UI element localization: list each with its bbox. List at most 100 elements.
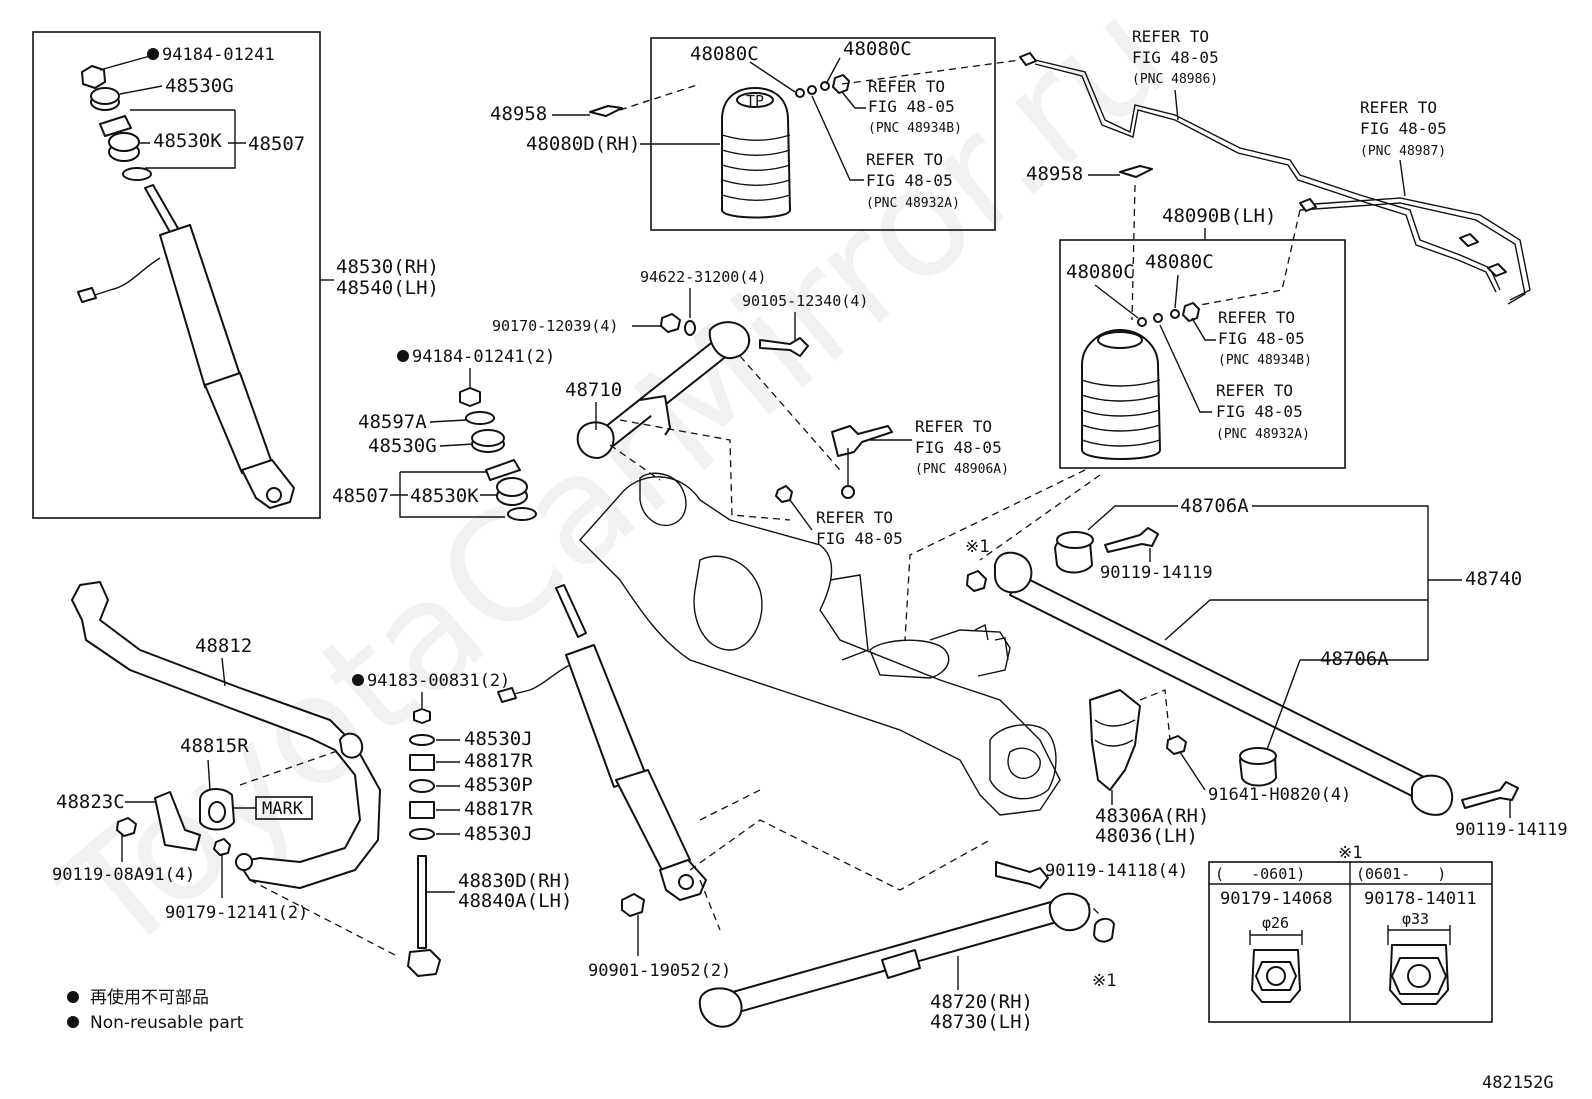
label-48710: 48710 bbox=[565, 379, 622, 401]
label-90179-12141: 90179-12141(2) bbox=[165, 903, 308, 923]
o-ring-icon bbox=[807, 85, 817, 95]
label-48080c-c: 48080C bbox=[1066, 261, 1135, 283]
label-48080c-d: 48080C bbox=[1145, 251, 1214, 273]
label-94184-01241-2: 94184-01241(2) bbox=[412, 347, 555, 367]
ref-48986-line1: REFER TO bbox=[1132, 27, 1209, 46]
nut-icon bbox=[413, 708, 431, 724]
air-spring-bellows-rh-icon: TP bbox=[721, 87, 791, 219]
air-pipes: REFER TO FIG 48-05 (PNC 48986) REFER TO … bbox=[841, 27, 1531, 305]
label-48812: 48812 bbox=[195, 635, 252, 657]
bellows-tp-mark: TP bbox=[746, 92, 764, 110]
ref-lh-48932a-line1: REFER TO bbox=[1216, 381, 1293, 400]
o-ring-icon bbox=[820, 81, 830, 91]
table-mark: ※1 bbox=[1338, 843, 1362, 863]
ref-48987-line1: REFER TO bbox=[1360, 98, 1437, 117]
cushion-icon bbox=[409, 754, 435, 771]
ref-48934b-line1: REFER TO bbox=[868, 77, 945, 96]
label-48815r: 48815R bbox=[180, 735, 249, 757]
legend-english: Non-reusable part bbox=[90, 1013, 244, 1033]
fitting-icon bbox=[1182, 302, 1200, 322]
mark-1-a: ※1 bbox=[965, 537, 989, 557]
air-spring-bellows-lh-icon bbox=[1081, 329, 1161, 460]
ref-48987-line2: FIG 48-05 bbox=[1360, 119, 1447, 138]
figure-code: 482152G bbox=[1482, 1073, 1554, 1093]
ref-48986-pnc: (PNC 48986) bbox=[1132, 72, 1218, 87]
retainer-icon bbox=[409, 779, 435, 793]
label-48530rh: 48530(RH) bbox=[336, 256, 439, 278]
washer-icon bbox=[465, 411, 495, 425]
shock-bushing-icon bbox=[108, 132, 140, 162]
retainer-icon bbox=[485, 459, 521, 481]
o-ring-icon bbox=[1137, 317, 1147, 327]
label-48530g: 48530G bbox=[165, 75, 234, 97]
label-48730-lh: 48730(LH) bbox=[930, 1011, 1033, 1033]
ref-lh-48934b-line1: REFER TO bbox=[1218, 308, 1295, 327]
washer-icon bbox=[684, 320, 696, 336]
label-48036-lh: 48036(LH) bbox=[1095, 825, 1198, 847]
bolt-icon bbox=[621, 893, 645, 917]
table-col2-dia: φ33 bbox=[1402, 910, 1429, 928]
label-48740: 48740 bbox=[1465, 568, 1522, 590]
clip-icon bbox=[589, 105, 623, 117]
stabilizer-link: 94183-00831(2) 48530J 48817R 48530P 4881… bbox=[352, 671, 572, 977]
rear-axle-housing-icon bbox=[579, 472, 1061, 816]
nut-33-icon bbox=[1389, 944, 1449, 1005]
bushing-icon bbox=[496, 477, 528, 506]
label-48720-rh: 48720(RH) bbox=[930, 991, 1033, 1013]
label-90901-19052: 90901-19052(2) bbox=[588, 961, 731, 981]
legend-dot bbox=[67, 991, 79, 1003]
label-91641-h0820: 91641-H0820(4) bbox=[1208, 785, 1351, 805]
bolt-icon bbox=[116, 817, 137, 837]
table-col1-dia: φ26 bbox=[1262, 914, 1289, 932]
pipe-fitting-icon bbox=[1487, 263, 1507, 277]
label-48530k-2: 48530K bbox=[410, 485, 479, 507]
nut-icon bbox=[459, 387, 481, 407]
pipe-fitting-icon bbox=[1459, 233, 1479, 247]
label-94622-31200: 94622-31200(4) bbox=[640, 268, 766, 286]
label-48080c-a: 48080C bbox=[690, 43, 759, 65]
ref-48934b-pnc: (PNC 48934B) bbox=[868, 121, 962, 136]
label-48958-rh: 48958 bbox=[490, 103, 547, 125]
air-spring-rh-box: TP 48080C 48080C 48958 48080D(RH) REFER … bbox=[490, 37, 996, 231]
shock-cushion-icon bbox=[90, 87, 120, 111]
ref-48986-line2: FIG 48-05 bbox=[1132, 48, 1219, 67]
label-48090b-lh: 48090B(LH) bbox=[1162, 205, 1276, 227]
ref-48906a-line2: FIG 48-05 bbox=[915, 438, 1002, 457]
ref-48934b-line2: FIG 48-05 bbox=[868, 97, 955, 116]
shock-mount-stack: 94184-01241(2) 48597A 48530G 48507 48530… bbox=[332, 347, 555, 521]
non-reusable-dot bbox=[147, 48, 159, 60]
nut-icon bbox=[775, 485, 793, 503]
nut-table: ※1 ( -0601) (0601- ) 90179-14068 90178-1… bbox=[1208, 843, 1493, 1023]
clip-icon bbox=[1119, 165, 1153, 178]
upper-arm-48710-icon bbox=[576, 321, 751, 459]
upper-control-arm: 94622-31200(4) 90105-12340(4) 90170-1203… bbox=[492, 268, 1009, 548]
label-48530j-b: 48530J bbox=[464, 823, 533, 845]
nut-26-icon bbox=[1251, 949, 1301, 1003]
table-col1-part: 90179-14068 bbox=[1220, 889, 1333, 909]
ref-lh-48932a-pnc: (PNC 48932A) bbox=[1216, 427, 1310, 442]
air-spring-lh-box: 48080C 48080C REFER TO FIG 48-05 (PNC 48… bbox=[1059, 184, 1346, 469]
pipe-fitting-icon bbox=[1299, 198, 1317, 212]
ref-lh-48932a-line2: FIG 48-05 bbox=[1216, 402, 1303, 421]
bolt-icon bbox=[759, 337, 809, 357]
label-48817r-a: 48817R bbox=[464, 750, 533, 772]
legend-dot bbox=[67, 1016, 79, 1028]
shock-top-nut-icon bbox=[81, 65, 106, 89]
ref-48906a-pnc: (PNC 48906A) bbox=[915, 462, 1009, 477]
ref-lh-48934b-pnc: (PNC 48934B) bbox=[1218, 353, 1312, 368]
stabilizer-link-rod-icon bbox=[407, 855, 441, 977]
bushing-48706a-bottom-icon bbox=[1239, 747, 1277, 787]
label-48597a: 48597A bbox=[358, 411, 427, 433]
label-90119-14119-right: 90119-14119 bbox=[1455, 820, 1568, 840]
bolt-icon bbox=[1166, 735, 1187, 755]
height-sensor-link-icon bbox=[831, 425, 893, 499]
lateral-arm-icon bbox=[994, 551, 1454, 816]
label-48530p: 48530P bbox=[464, 774, 533, 796]
air-spring-rh-frame bbox=[650, 37, 996, 231]
label-90119-14119-top: 90119-14119 bbox=[1100, 563, 1213, 583]
label-48530g-2: 48530G bbox=[368, 435, 437, 457]
label-48958-lh: 48958 bbox=[1026, 163, 1083, 185]
label-90119-08a91: 90119-08A91(4) bbox=[52, 865, 195, 885]
ref-48932a-line2: FIG 48-05 bbox=[866, 171, 953, 190]
